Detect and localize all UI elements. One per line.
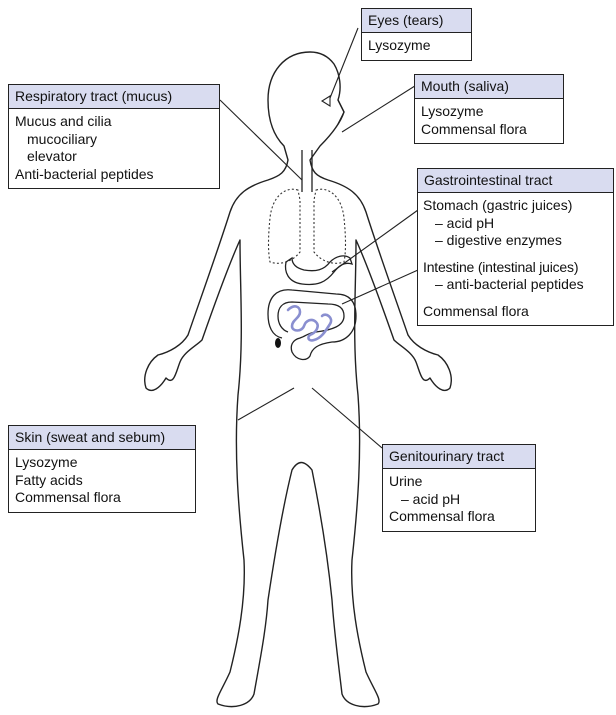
mouth-title: Mouth (saliva) [415,75,563,99]
mouth-callout: Mouth (saliva) Lysozyme Commensal flora [414,74,564,144]
skin-body: Lysozyme Fatty acids Commensal flora [9,450,195,512]
mouth-leader [342,84,418,132]
respiratory-leader [220,100,302,180]
gastrointestinal-line: Stomach (gastric juices) [423,197,611,215]
gastrointestinal-title: Gastrointestinal tract [418,169,613,193]
skin-callout: Skin (sweat and sebum) Lysozyme Fatty ac… [8,425,196,513]
respiratory-body: Mucus and cilia mucociliary elevator Ant… [9,109,219,188]
respiratory-line: elevator [15,148,213,166]
eye-marker [322,96,330,106]
small-intestine [288,306,331,340]
gastrointestinal-callout: Gastrointestinal tract Stomach (gastric … [417,168,614,326]
skin-leader [238,388,294,420]
gastrointestinal-line: – digestive enzymes [423,232,611,250]
gastrointestinal-line: Intestine (intestinal juices) [423,259,611,277]
large-intestine [268,290,356,360]
gastrointestinal-line: Commensal flora [423,303,611,321]
skin-line: Commensal flora [15,489,189,507]
genitourinary-line: – acid pH [389,491,529,509]
skin-line: Fatty acids [15,472,189,490]
gastrointestinal-line: – acid pH [423,215,611,233]
trachea [302,150,312,192]
gastrointestinal-line: – anti-bacterial peptides [423,276,611,294]
right-lung [314,189,346,263]
skin-line: Lysozyme [15,454,189,472]
mouth-line: Commensal flora [421,121,557,139]
genitourinary-leader [312,388,382,448]
respiratory-line: mucociliary [15,131,213,149]
genitourinary-title: Genitourinary tract [383,445,535,469]
respiratory-line: Mucus and cilia [15,113,213,131]
genitourinary-line: Urine [389,473,529,491]
respiratory-title: Respiratory tract (mucus) [9,85,219,109]
respiratory-callout: Respiratory tract (mucus) Mucus and cili… [8,84,220,189]
mouth-body: Lysozyme Commensal flora [415,99,563,143]
respiratory-line: Anti-bacterial peptides [15,166,213,184]
gastrointestinal-body: Stomach (gastric juices) – acid pH – dig… [418,193,613,325]
genitourinary-body: Urine – acid pH Commensal flora [383,469,535,531]
eyes-leader [330,28,358,98]
genitourinary-callout: Genitourinary tract Urine – acid pH Comm… [382,444,536,532]
stomach [286,256,352,285]
stomach-leader [332,210,418,272]
eyes-line: Lysozyme [368,37,465,55]
left-lung [269,189,301,263]
skin-title: Skin (sweat and sebum) [9,426,195,450]
eyes-body: Lysozyme [362,33,471,60]
genitourinary-line: Commensal flora [389,508,529,526]
eyes-title: Eyes (tears) [362,9,471,33]
appendix [275,338,281,348]
eyes-callout: Eyes (tears) Lysozyme [361,8,472,61]
mouth-line: Lysozyme [421,103,557,121]
